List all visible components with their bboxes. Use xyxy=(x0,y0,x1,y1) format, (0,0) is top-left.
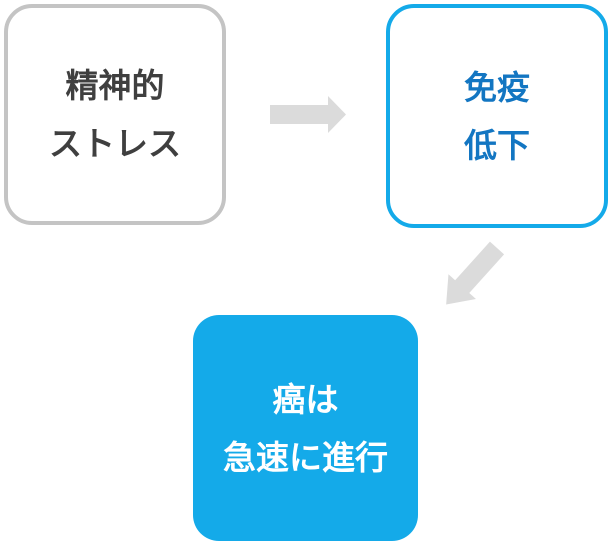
node-cancer-progression: 癌は 急速に進行 xyxy=(193,315,418,541)
node-cancer-progression-line-2: 急速に進行 xyxy=(223,437,388,477)
node-immune-decline: 免疫 低下 xyxy=(386,4,608,228)
right-arrow-icon xyxy=(270,96,346,133)
down-left-arrow-icon xyxy=(446,241,505,305)
node-immune-decline-line-2: 低下 xyxy=(464,125,530,165)
node-mental-stress-line-2: ストレス xyxy=(49,124,181,163)
node-immune-decline-line-1: 免疫 xyxy=(464,67,530,107)
node-mental-stress: 精神的 ストレス xyxy=(4,4,226,225)
node-mental-stress-line-1: 精神的 xyxy=(65,66,165,105)
node-cancer-progression-line-1: 癌は xyxy=(272,379,339,419)
